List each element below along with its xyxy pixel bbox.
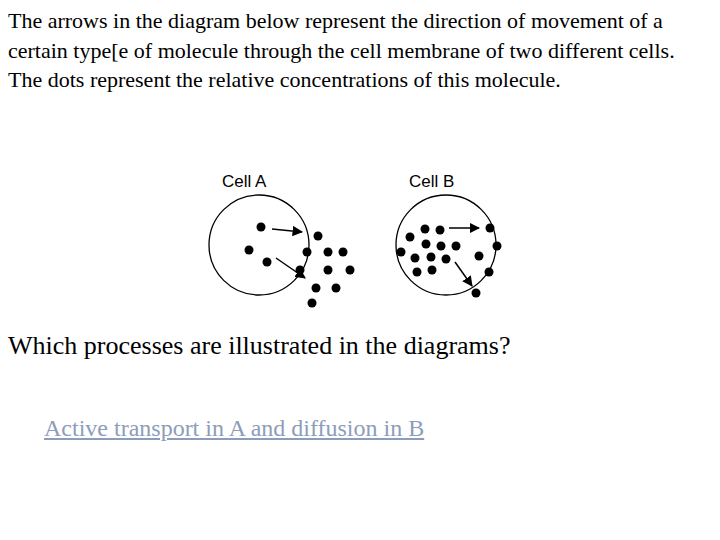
cell-label: Cell A (222, 172, 266, 192)
answer-link: Active transport in A and diffusion in B (44, 413, 704, 443)
cell-membrane (207, 193, 311, 297)
movement-arrows (272, 228, 479, 286)
cell-node: Cell B (394, 172, 498, 297)
cell-outline (396, 195, 496, 295)
cell-membrane (394, 193, 498, 297)
cell-outline (209, 195, 309, 295)
instruction-text: The arrows in the diagram below represen… (8, 6, 708, 95)
question-text: Which processes are illustrated in the d… (8, 330, 708, 362)
cell-label: Cell B (409, 172, 454, 192)
molecule-dots (245, 223, 502, 308)
cell-node: Cell A (207, 172, 311, 297)
